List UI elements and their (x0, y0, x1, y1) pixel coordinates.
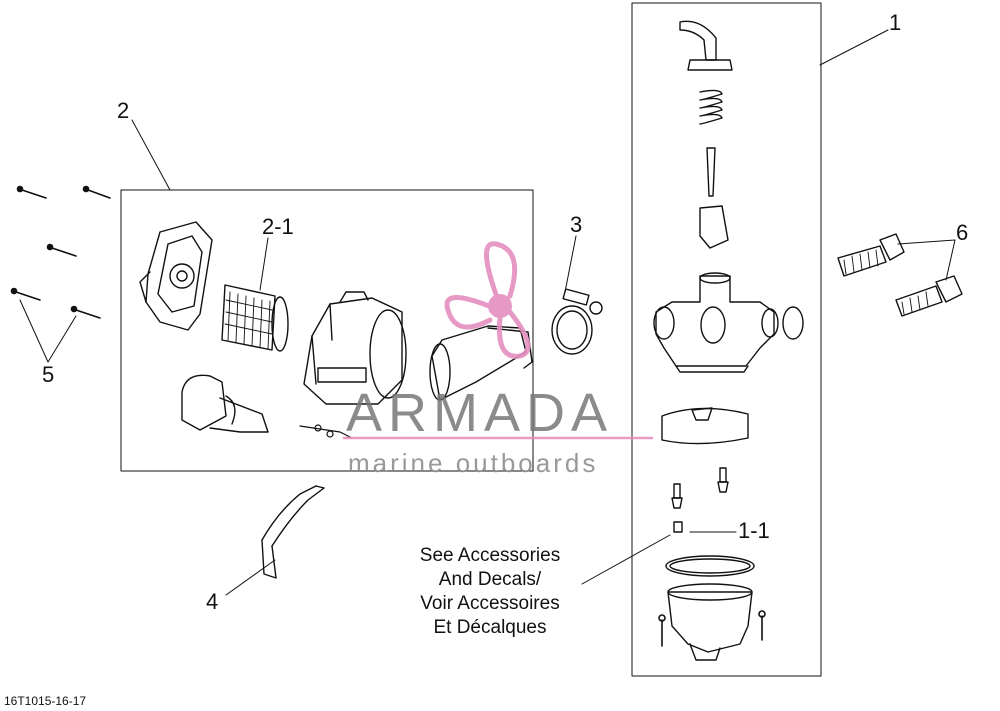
clamp-part (551, 288, 603, 355)
callout-6: 6 (956, 220, 969, 245)
watermark-brand: ARMADA (346, 383, 614, 443)
note-line-4: Et Décalques (433, 617, 547, 638)
note-line-3: Voir Accessoires (420, 593, 560, 614)
callout-4: 4 (206, 589, 219, 614)
carburetor-assembly-frame (631, 2, 822, 677)
throttle-slide (699, 205, 729, 249)
jet-needle (706, 147, 716, 197)
watermark-propeller-logo (444, 241, 531, 359)
float-bowl (667, 583, 753, 661)
o-ring-part (782, 306, 804, 340)
carburetor-jets (671, 467, 729, 533)
float-part (661, 407, 749, 445)
note-line-1: See Accessories (419, 545, 561, 566)
callout-5: 5 (42, 362, 55, 387)
airbox-cover-part (139, 221, 213, 331)
throttle-spring (699, 89, 723, 125)
air-silencer-housing (303, 291, 407, 405)
carburetor-body (653, 272, 779, 373)
callout-3: 3 (570, 212, 583, 237)
callout-2: 2 (117, 98, 130, 123)
figure-code: 16T1015-16-17 (4, 694, 87, 708)
note-line-2: And Decals/ (438, 569, 542, 590)
screw-set (10, 185, 111, 319)
float-bowl-gasket (665, 555, 755, 577)
airbox-assembly-frame (120, 189, 534, 472)
accessories-note: See Accessories And Decals/ Voir Accesso… (380, 544, 600, 640)
callout-1-1: 1-1 (738, 518, 770, 543)
fuel-hose-part (261, 485, 325, 579)
intake-boot-part (181, 374, 269, 433)
callout-2-1: 2-1 (262, 214, 294, 239)
float-bowl-screws (658, 610, 766, 647)
callout-1: 1 (889, 10, 902, 35)
bolt-set (837, 233, 963, 317)
air-filter-element (221, 284, 289, 352)
watermark-tagline: marine outboards (348, 448, 599, 478)
linkage-rod (299, 424, 353, 439)
leader-lines (19, 29, 956, 596)
carburetor-cap-fitting (679, 20, 733, 71)
